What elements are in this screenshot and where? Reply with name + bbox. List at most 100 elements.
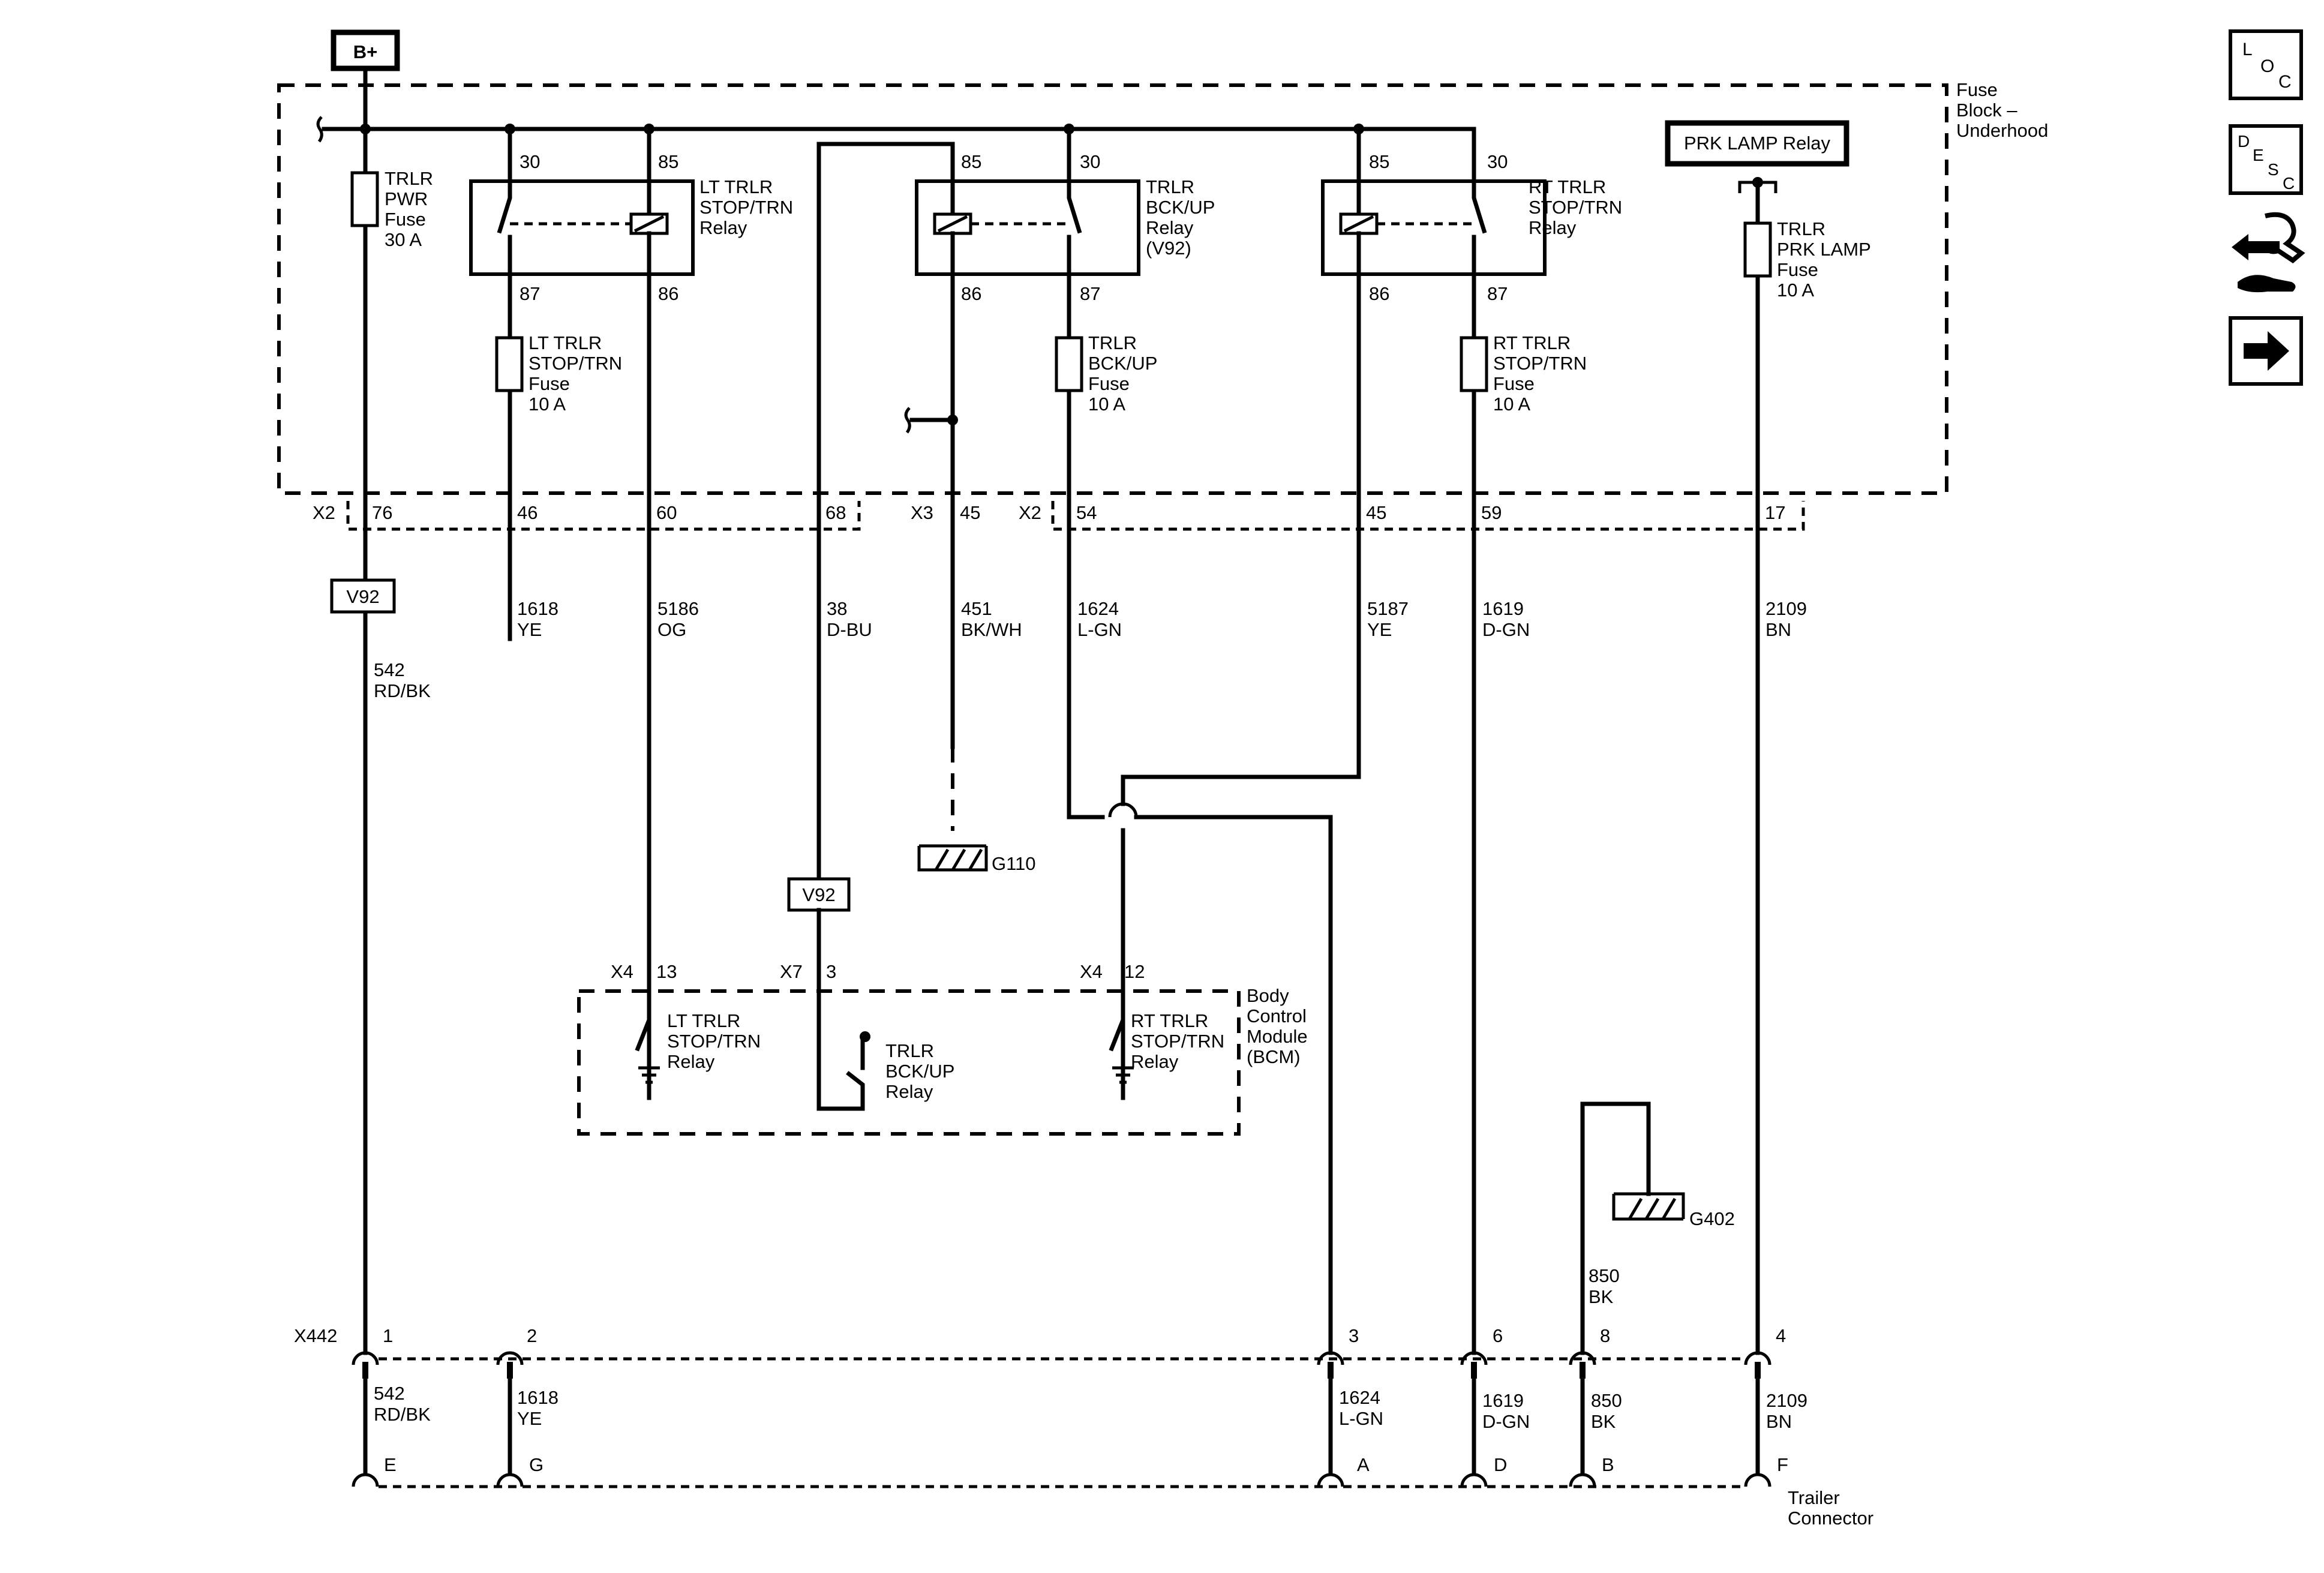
bck-relay-pin-86: 86 [961, 283, 981, 304]
bck-fuse-label-3: Fuse [1088, 373, 1130, 394]
description-button[interactable]: D E S C [2229, 124, 2303, 195]
lt-relay-name-2: STOP/TRN [699, 197, 793, 218]
lt-relay-pin-86: 86 [658, 283, 678, 304]
wire-color: RD/BK [374, 680, 431, 701]
loc-letter: C [2278, 72, 2292, 92]
bcm-conn: X7 [780, 961, 803, 982]
wire-labels: 542 RD/BK 1618 YE 5186 OG 38 D-BU 451 BK… [374, 598, 1807, 701]
fuse-block: Fuse Block – Underhood [277, 79, 2048, 495]
x442-pin: 3 [1349, 1325, 1359, 1346]
fuse-block-connectors: X2 X3 X2 76 46 60 68 45 54 45 59 17 [313, 501, 1805, 531]
lt-relay-name-3: Relay [699, 217, 747, 238]
lower-wire-color: BN [1766, 1411, 1792, 1432]
g110-label: G110 [992, 853, 1036, 874]
x442-label: X442 [294, 1325, 337, 1346]
prk-lamp-relay-label: PRK LAMP Relay [1684, 133, 1831, 154]
bcm-pin: 13 [656, 961, 677, 982]
trailer-pin: A [1357, 1454, 1370, 1475]
bck-relay-pin-30: 30 [1080, 151, 1100, 172]
lower-wire-circuit: 850 [1591, 1390, 1622, 1411]
x442-terminals [352, 1351, 1771, 1379]
bck-relay-name-1: TRLR [1146, 176, 1194, 197]
desc-letter: S [2268, 160, 2279, 179]
prk-fuse-label-2: PRK LAMP [1777, 239, 1871, 260]
x2-connector-a: X2 [313, 502, 335, 523]
x442-pin: 6 [1493, 1325, 1503, 1346]
x2-connector-b: X2 [1019, 502, 1041, 523]
bck-up-output-wire [1134, 815, 1333, 1355]
supply-label: B+ [353, 41, 378, 62]
wire-color: L-GN [1077, 619, 1122, 640]
rt-relay-pin-86: 86 [1369, 283, 1389, 304]
wire-circuit: 5186 [657, 598, 699, 619]
lt-relay-pin-30: 30 [520, 151, 540, 172]
lower-wire-circuit: 542 [374, 1383, 405, 1404]
trailer-connector: E G A D B F Trailer Connector [352, 1454, 1873, 1529]
trailer-pin: E [384, 1454, 397, 1475]
wire-color: BK/WH [961, 619, 1022, 640]
prk-lamp-circuit: PRK LAMP Relay TRLR PRK LAMP Fuse 10 A [1665, 120, 1871, 1355]
lower-wire-color: RD/BK [374, 1404, 431, 1425]
lt-relay-pin-85: 85 [658, 151, 678, 172]
prk-fuse-label-4: 10 A [1777, 280, 1814, 301]
bck-relay-pin-85: 85 [961, 151, 981, 172]
desc-letter: D [2238, 132, 2250, 151]
bcm-lt-relay-3: Relay [667, 1051, 715, 1072]
fb-pin: 54 [1076, 502, 1097, 523]
pwr-fuse-label-1: TRLR [385, 168, 433, 189]
wrench-tool-icon[interactable] [2232, 212, 2305, 293]
rt-fuse-label-4: 10 A [1493, 394, 1530, 415]
bcm-bck-relay-3: Relay [885, 1081, 933, 1102]
prk-fuse-label-3: Fuse [1777, 259, 1818, 280]
lower-wire-color: L-GN [1339, 1408, 1383, 1429]
bck-fuse-label-4: 10 A [1088, 394, 1125, 415]
fuse-block-label-1: Fuse [1956, 79, 1998, 100]
lower-wire-color: D-GN [1482, 1411, 1530, 1432]
lt-fuse-label-1: LT TRLR [529, 332, 602, 353]
g402-wire-circuit: 850 [1589, 1265, 1620, 1286]
bcm-rt-relay-3: Relay [1131, 1051, 1179, 1072]
rt-relay-name-1: RT TRLR [1529, 176, 1606, 197]
bcm-lt-relay-2: STOP/TRN [667, 1031, 761, 1052]
bcm-bck-relay-2: BCK/UP [885, 1061, 954, 1082]
bck-relay-pin-87: 87 [1080, 283, 1100, 304]
lt-fuse-label-3: Fuse [529, 373, 570, 394]
pwr-fuse-label-3: Fuse [385, 209, 426, 230]
bcm-label-2: Control [1247, 1005, 1307, 1026]
ground-g110: G110 [917, 844, 1036, 874]
fb-pin: 76 [372, 502, 392, 523]
bcm-rt-relay-2: STOP/TRN [1131, 1031, 1224, 1052]
bck-relay-name-4: (V92) [1146, 238, 1191, 259]
x442-pin: 4 [1776, 1325, 1786, 1346]
x442-pin: 2 [527, 1325, 537, 1346]
fb-pin: 60 [656, 502, 677, 523]
lt-fuse-label-2: STOP/TRN [529, 353, 622, 374]
trailer-pin: D [1494, 1454, 1507, 1475]
bcm-conn: X4 [611, 961, 633, 982]
next-arrow-button[interactable] [2229, 316, 2303, 386]
wire-color: D-GN [1482, 619, 1530, 640]
bcm-conn: X4 [1080, 961, 1103, 982]
rt-relay-pin-87: 87 [1487, 283, 1508, 304]
option-code: V92 [802, 884, 835, 905]
bcm-label-4: (BCM) [1247, 1046, 1301, 1067]
arrow-right-icon [2244, 331, 2289, 371]
rt-fuse-label-1: RT TRLR [1493, 332, 1571, 353]
g402-label: G402 [1689, 1208, 1735, 1229]
fb-pin: 46 [517, 502, 538, 523]
wire-color: YE [1367, 619, 1392, 640]
lower-wire-circuit: 2109 [1766, 1390, 1807, 1411]
bcm-rt-relay-1: RT TRLR [1131, 1010, 1208, 1031]
wire-color: BN [1765, 619, 1791, 640]
fuse-block-label-3: Underhood [1956, 120, 2048, 141]
rt-relay-pin-30: 30 [1487, 151, 1508, 172]
lt-stop-trn-relay: 30 85 87 86 LT TRLR STOP/TRN Relay LT TR… [469, 127, 793, 1100]
location-button[interactable]: L O C [2229, 29, 2303, 100]
bck-fuse-label-2: BCK/UP [1088, 353, 1157, 374]
body-control-module: Body Control Module (BCM) X4 13 X7 3 X4 … [577, 908, 1308, 1136]
lower-wire-color: BK [1591, 1411, 1616, 1432]
option-marker-b: V92 [787, 877, 851, 912]
option-marker-a: V92 [330, 578, 396, 614]
rt-stop-trn-relay: 85 30 86 87 RT TRLR STOP/TRN Relay RT TR… [1108, 127, 1622, 1355]
loc-letter: L [2242, 40, 2253, 59]
